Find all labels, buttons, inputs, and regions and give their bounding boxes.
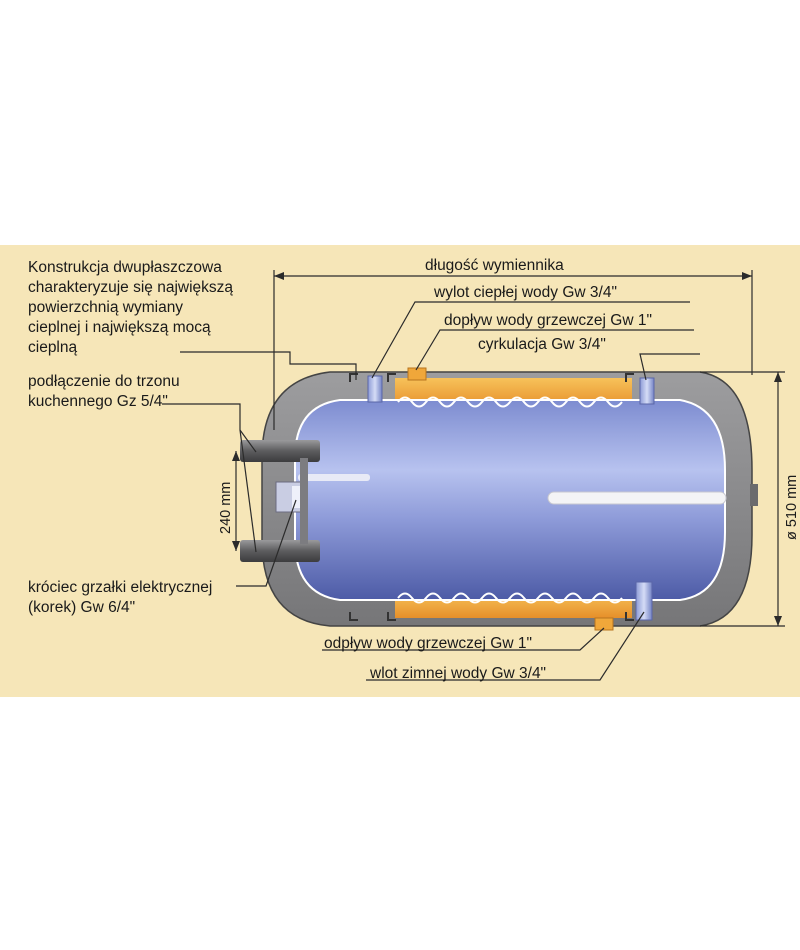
heating-inlet-nozzle [407, 367, 427, 381]
anode-rod-left [298, 474, 370, 481]
circulation-nozzle [639, 377, 655, 405]
construction-text-5: cieplną [28, 339, 77, 356]
anode-rod-right [547, 491, 727, 505]
stove-pipe-riser [300, 458, 308, 544]
heating-water-inlet-label: dopływ wody grzewczej Gw 1" [444, 312, 652, 329]
diameter-dimension [700, 371, 785, 627]
dim-240-dimension [232, 451, 240, 551]
stove-connection-text-2: kuchennego Gz 5/4" [28, 393, 168, 410]
heater-socket-text-1: króciec grzałki elektrycznej [28, 579, 212, 596]
construction-text-3: powierzchnią wymiany [28, 299, 183, 316]
cold-water-inlet-label: wlot zimnej wody Gw 3/4" [369, 665, 546, 682]
stove-connection-text-1: podłączenie do trzonu [28, 373, 180, 390]
construction-text-4: cieplnej i największą mocą [28, 319, 211, 336]
corrugation-bottom [397, 592, 623, 604]
construction-text-1: Konstrukcja dwupłaszczowa [28, 259, 222, 276]
exchanger-length-label: długość wymiennika [425, 257, 564, 274]
dim-240-label: 240 mm [218, 482, 234, 534]
heater-socket-text-2: (korek) Gw 6/4" [28, 599, 135, 616]
jacket-ribs [349, 373, 634, 621]
hot-water-outlet-nozzle [367, 375, 383, 403]
construction-text-2: charakteryzuje się największą [28, 279, 233, 296]
stove-pipe-upper [240, 440, 320, 462]
length-dimension [273, 270, 753, 430]
inner-tank [294, 399, 726, 601]
circulation-label: cyrkulacja Gw 3/4" [478, 336, 606, 353]
dim-510-label: ø 510 mm [784, 475, 800, 540]
heater-socket [275, 481, 303, 513]
heating-outflow-nozzle [594, 617, 614, 631]
hot-water-outlet-label: wylot ciepłej wody Gw 3/4" [433, 284, 617, 301]
corrugation-top [397, 396, 623, 408]
leader-lines [162, 301, 700, 681]
cold-water-inlet-nozzle [635, 581, 653, 621]
stove-pipe-lower [240, 540, 320, 562]
heating-water-outflow-label: odpływ wody grzewczej Gw 1" [324, 635, 532, 652]
right-fitting [750, 484, 758, 506]
